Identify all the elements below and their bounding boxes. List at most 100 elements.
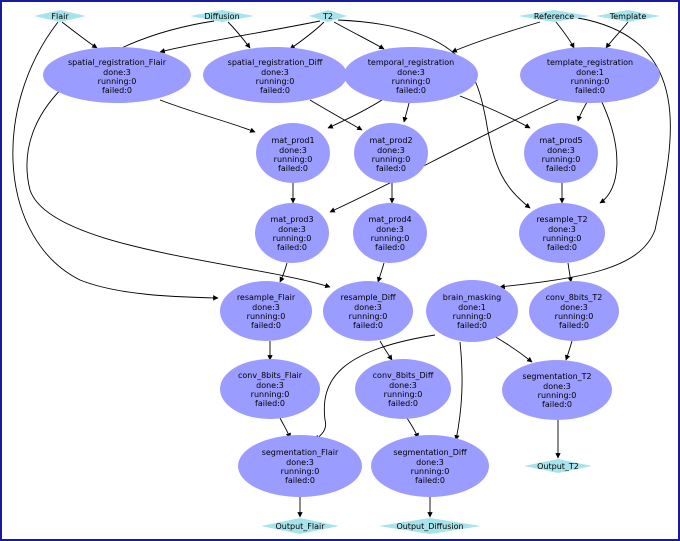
edge-mat-prod4-to-resample-diff [376,262,385,283]
output-t2[interactable]: Output_T2 [524,459,592,473]
edge-flair-to-resample-flair [12,21,219,301]
input-t2[interactable]: T2 [309,10,347,22]
node-done: done:3 [252,303,280,312]
output-flair[interactable]: Output_Flair [261,518,339,534]
node-failed: failed:0 [260,86,290,95]
input-template[interactable]: Template [596,10,660,22]
node-conv-8bits-flair[interactable]: conv_8bits_Flair done:3 running:0 failed… [220,359,320,419]
edge-conv-8bits-diff-to-segmentation-diff [406,417,420,439]
node-failed: failed:0 [559,321,589,330]
node-resample-diff[interactable]: resample_Diff done:3 running:0 failed:0 [323,281,413,341]
node-title: mat_prod5 [539,136,582,145]
node-title: segmentation_Diff [393,448,467,457]
input-diffusion[interactable]: Diffusion [190,10,254,22]
node-mat-prod3[interactable]: mat_prod3 done:3 running:0 failed:0 [255,203,329,263]
node-failed: failed:0 [457,321,487,330]
node-done: done:3 [397,68,425,77]
node-failed: failed:0 [285,476,315,485]
node-segmentation-flair[interactable]: segmentation_Flair done:3 running:0 fail… [238,435,362,497]
node-running: running:0 [411,467,450,476]
node-done: done:3 [261,68,289,77]
edge-t2-to-spatial-registration-diff [289,21,325,50]
node-title: conv_8bits_Diff [373,371,434,380]
node-failed: failed:0 [353,321,383,330]
node-template-registration[interactable]: template_registration done:1 running:0 f… [520,47,660,103]
input-reference[interactable]: Reference [518,10,590,22]
node-segmentation-t2[interactable]: segmentation_T2 done:3 running:0 failed:… [502,360,612,420]
node-segmentation-diff[interactable]: segmentation_Diff done:3 running:0 faile… [371,435,489,497]
edge-resample-diff-to-conv-8bits-diff [379,340,393,361]
node-resample-t2[interactable]: resample_T2 done:3 running:0 failed:0 [519,203,605,263]
node-conv-8bits-t2[interactable]: conv_8bits_T2 done:3 running:0 failed:0 [529,281,619,341]
node-done: done:3 [103,68,131,77]
input-reference-label: Reference [534,12,574,21]
node-done: done:3 [279,146,307,155]
node-running: running:0 [281,467,320,476]
node-running: running:0 [273,234,312,243]
node-done: done:3 [416,458,444,467]
node-done: done:1 [458,303,486,312]
node-failed: failed:0 [388,399,418,408]
node-mat-prod4[interactable]: mat_prod4 done:3 running:0 failed:0 [353,203,427,263]
edge-template-to-template-registration [605,21,629,49]
node-spatial-registration-diff[interactable]: spatial_registration_Diff done:3 running… [203,47,347,103]
edge-reference-to-temporal-registration [451,21,541,53]
node-failed: failed:0 [415,476,445,485]
edge-brain-masking-to-segmentation-flair [314,334,436,441]
edge-brain-masking-to-segmentation-t2 [491,334,533,363]
output-diffusion-label: Output_Diffusion [396,522,463,531]
node-title: conv_8bits_T2 [546,293,603,302]
edge-mat-prod3-to-resample-flair [279,262,288,283]
node-running: running:0 [538,391,577,400]
node-title: spatial_registration_Diff [228,58,323,67]
node-failed: failed:0 [255,399,285,408]
node-title: spatial_registration_Flair [68,58,167,67]
input-t2-label: T2 [322,12,333,21]
node-running: running:0 [274,155,313,164]
node-conv-8bits-diff[interactable]: conv_8bits_Diff done:3 running:0 failed:… [355,359,451,419]
node-failed: failed:0 [277,243,307,252]
node-mat-prod2[interactable]: mat_prod2 done:3 running:0 failed:0 [354,123,428,183]
output-t2-label: Output_T2 [537,462,579,471]
node-temporal-registration[interactable]: temporal_registration done:3 running:0 f… [344,47,478,103]
node-done: done:3 [354,303,382,312]
node-failed: failed:0 [396,86,426,95]
edge-reference-to-template-registration [555,21,575,49]
edge-t2-to-spatial-registration-flair [159,20,321,54]
node-mat-prod1[interactable]: mat_prod1 done:3 running:0 failed:0 [256,123,330,183]
node-title: temporal_registration [368,58,454,67]
input-template-label: Template [609,12,647,21]
node-title: conv_8bits_Flair [238,371,303,380]
edge-conv-8bits-flair-to-segmentation-flair [279,417,292,439]
edge-template-registration-to-resample-t2 [599,97,618,204]
node-title: segmentation_Flair [262,448,339,457]
edge-flair-to-spatial-registration-flair [61,21,98,49]
edge-temporal-registration-to-mat-prod1 [327,97,386,129]
input-flair-label: Flair [51,12,69,21]
node-running: running:0 [251,390,290,399]
node-mat-prod5[interactable]: mat_prod5 done:3 running:0 failed:0 [524,123,598,183]
edge-temporal-registration-to-mat-prod5 [459,95,531,129]
node-failed: failed:0 [102,86,132,95]
node-spatial-registration-flair[interactable]: spatial_registration_Flair done:3 runnin… [43,47,191,103]
node-resample-flair[interactable]: resample_Flair done:3 running:0 failed:0 [220,281,312,341]
node-running: running:0 [392,77,431,86]
node-running: running:0 [247,312,286,321]
node-done: done:3 [256,381,284,390]
input-flair[interactable]: Flair [34,10,86,22]
edge-template-registration-to-mat-prod3 [329,98,561,213]
node-title: mat_prod1 [271,136,314,145]
edge-reference-to-brain-masking [499,17,671,290]
node-failed: failed:0 [251,321,281,330]
edge-spatial-registration-flair-to-mat-prod1 [159,99,256,133]
node-done: done:3 [560,303,588,312]
output-diffusion[interactable]: Output_Diffusion [379,518,481,534]
edge-spatial-registration-diff-to-mat-prod2 [309,99,363,131]
node-brain-masking[interactable]: brain_masking done:1 running:0 failed:0 [426,280,518,342]
output-flair-label: Output_Flair [275,522,325,531]
node-done: done:3 [389,381,417,390]
node-done: done:1 [576,68,604,77]
node-title: segmentation_T2 [522,372,591,381]
node-done: done:3 [286,458,314,467]
node-done: done:3 [376,225,404,234]
